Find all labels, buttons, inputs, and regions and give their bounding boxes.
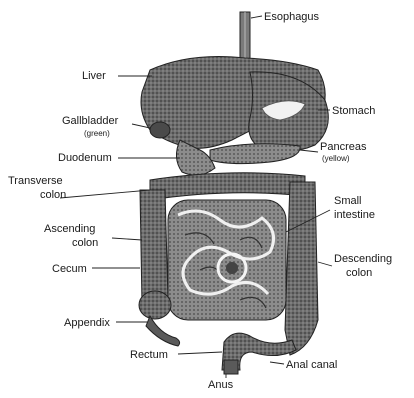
label-gallbladder-note: (green) <box>84 129 110 138</box>
label-cecum: Cecum <box>52 263 87 275</box>
label-duodenum: Duodenum <box>58 152 112 164</box>
label-descending-colon-line1: Descending <box>334 253 392 265</box>
label-liver: Liver <box>82 70 106 82</box>
appendix-organ <box>146 316 180 346</box>
label-descending-colon-line2: colon <box>346 267 372 279</box>
label-gallbladder: Gallbladder <box>62 115 119 127</box>
small-intestine-organ <box>168 200 286 320</box>
label-small-intestine-line2: intestine <box>334 209 375 221</box>
label-rectum: Rectum <box>130 349 168 361</box>
label-small-intestine-line1: Small <box>334 195 362 207</box>
label-stomach: Stomach <box>332 105 375 117</box>
label-anus: Anus <box>208 379 234 391</box>
transverse-colon-organ <box>150 173 305 200</box>
label-esophagus: Esophagus <box>264 11 320 23</box>
label-transverse-colon-line2: colon <box>40 189 66 201</box>
label-anal-canal: Anal canal <box>286 359 337 371</box>
pancreas-organ <box>210 144 300 164</box>
anal-canal-organ <box>224 360 238 374</box>
gallbladder-organ <box>150 122 170 138</box>
label-appendix: Appendix <box>64 317 110 329</box>
label-ascending-colon-line2: colon <box>72 237 98 249</box>
cecum-organ <box>139 291 171 319</box>
label-transverse-colon-line1: Transverse <box>8 175 63 187</box>
ascending-colon-organ <box>140 190 168 305</box>
label-pancreas: Pancreas <box>320 141 367 153</box>
label-pancreas-note: (yellow) <box>322 154 350 163</box>
label-ascending-colon-line1: Ascending <box>44 223 95 235</box>
descending-colon-organ <box>285 182 318 355</box>
